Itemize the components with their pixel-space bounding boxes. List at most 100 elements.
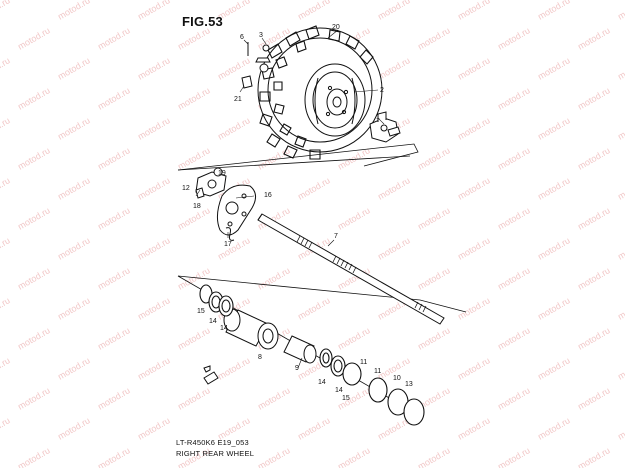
tire-assembly <box>257 25 383 160</box>
watermark-text: motod.ru <box>576 445 612 468</box>
watermark-text: motod.ru <box>456 235 492 261</box>
watermark-text: motod.ru <box>616 295 625 321</box>
callout-2: 2 <box>380 87 384 94</box>
watermark-text: motod.ru <box>256 445 292 468</box>
watermark-text: motod.ru <box>96 385 132 411</box>
watermark-text: motod.ru <box>496 205 532 231</box>
spacer-collar <box>283 335 317 364</box>
callout-7: 7 <box>334 233 338 240</box>
watermark-text: motod.ru <box>456 55 492 81</box>
axle <box>257 213 445 325</box>
diagram-code: LT-R450K6 E19_053 <box>176 438 249 447</box>
watermark-text: motod.ru <box>336 205 372 231</box>
watermark-text: motod.ru <box>536 235 572 261</box>
callout-11a: 11 <box>360 359 367 366</box>
watermark-text: motod.ru <box>616 235 625 261</box>
watermark-text: motod.ru <box>416 325 452 351</box>
callout-19: 19 <box>218 170 226 177</box>
callout-10: 10 <box>393 375 401 382</box>
watermark-text: motod.ru <box>256 265 292 291</box>
watermark-text: motod.ru <box>416 205 452 231</box>
callout-1: 1 <box>376 114 380 121</box>
watermark-text: motod.ru <box>176 385 212 411</box>
watermark-text: motod.ru <box>0 0 12 22</box>
watermark-text: motod.ru <box>416 445 452 468</box>
diagram-name: RIGHT REAR WHEEL <box>176 449 255 458</box>
callout-15b: 15 <box>342 395 350 402</box>
watermark-text: motod.ru <box>16 325 52 351</box>
watermark-text: motod.ru <box>456 115 492 141</box>
watermark-text: motod.ru <box>96 265 132 291</box>
watermark-text: motod.ru <box>16 85 52 111</box>
watermark-text: motod.ru <box>616 175 625 201</box>
watermark-text: motod.ru <box>496 325 532 351</box>
watermark-text: motod.ru <box>416 25 452 51</box>
watermark-text: motod.ru <box>576 385 612 411</box>
watermark-text: motod.ru <box>496 145 532 171</box>
watermark-text: motod.ru <box>296 0 332 22</box>
watermark-text: motod.ru <box>336 325 372 351</box>
callout-20: 20 <box>332 24 340 31</box>
watermark-text: motod.ru <box>136 115 172 141</box>
callout-18: 18 <box>193 203 201 210</box>
watermark-text: motod.ru <box>16 445 52 468</box>
watermark-text: motod.ru <box>176 85 212 111</box>
watermark-text: motod.ru <box>96 145 132 171</box>
hub-cluster <box>195 167 227 199</box>
rings <box>199 284 425 426</box>
bearing-housing <box>223 308 279 350</box>
watermark-text: motod.ru <box>496 385 532 411</box>
watermark-text: motod.ru <box>216 235 252 261</box>
watermark-text: motod.ru <box>176 325 212 351</box>
watermark-text: motod.ru <box>536 355 572 381</box>
watermark-text: motod.ru <box>536 55 572 81</box>
watermark-text: motod.ru <box>0 55 12 81</box>
watermark-text: motod.ru <box>416 85 452 111</box>
callout-14d: 14 <box>335 387 343 394</box>
watermark-text: motod.ru <box>56 415 92 441</box>
watermark-text: motod.ru <box>376 0 412 22</box>
watermark-text: motod.ru <box>176 25 212 51</box>
figure-title: FIG.53 <box>182 14 223 29</box>
watermark-text: motod.ru <box>0 175 12 201</box>
callout-17: 17 <box>224 241 232 248</box>
watermark-text: motod.ru <box>536 0 572 22</box>
watermark-text: motod.ru <box>0 235 12 261</box>
brake-disc <box>216 184 256 236</box>
watermark-text: motod.ru <box>96 445 132 468</box>
spring-clip <box>225 227 235 241</box>
watermark-text: motod.ru <box>56 355 92 381</box>
watermark-text: motod.ru <box>416 265 452 291</box>
watermark-text: motod.ru <box>136 175 172 201</box>
watermark-text: motod.ru <box>496 85 532 111</box>
watermark-text: motod.ru <box>56 175 92 201</box>
callout-16: 16 <box>264 192 272 199</box>
watermark-text: motod.ru <box>576 205 612 231</box>
watermark-text: motod.ru <box>136 295 172 321</box>
watermark-text: motod.ru <box>416 145 452 171</box>
watermark-text: motod.ru <box>56 55 92 81</box>
callout-15a: 15 <box>197 308 205 315</box>
watermark-text: motod.ru <box>296 415 332 441</box>
watermark-text: motod.ru <box>576 25 612 51</box>
lug-nut-group <box>241 42 271 89</box>
watermark-text: motod.ru <box>16 145 52 171</box>
watermark-text: motod.ru <box>536 415 572 441</box>
watermark-text: motod.ru <box>96 85 132 111</box>
watermark-text: motod.ru <box>616 415 625 441</box>
watermark-text: motod.ru <box>576 325 612 351</box>
watermark-text: motod.ru <box>96 325 132 351</box>
watermark-text: motod.ru <box>296 295 332 321</box>
watermark-text: motod.ru <box>136 0 172 22</box>
callout-13: 13 <box>405 381 413 388</box>
callout-labels: 20 6 3 2 1 21 19 12 16 18 17 7 15 14 14 … <box>182 24 413 402</box>
watermark-text: motod.ru <box>536 295 572 321</box>
leader-lines <box>195 29 385 369</box>
watermark-text: motod.ru <box>0 355 12 381</box>
watermark-text: motod.ru <box>536 175 572 201</box>
watermark-text: motod.ru <box>136 55 172 81</box>
watermark-text: motod.ru <box>56 235 92 261</box>
watermark-text: motod.ru <box>96 25 132 51</box>
watermark-text: motod.ru <box>56 115 92 141</box>
